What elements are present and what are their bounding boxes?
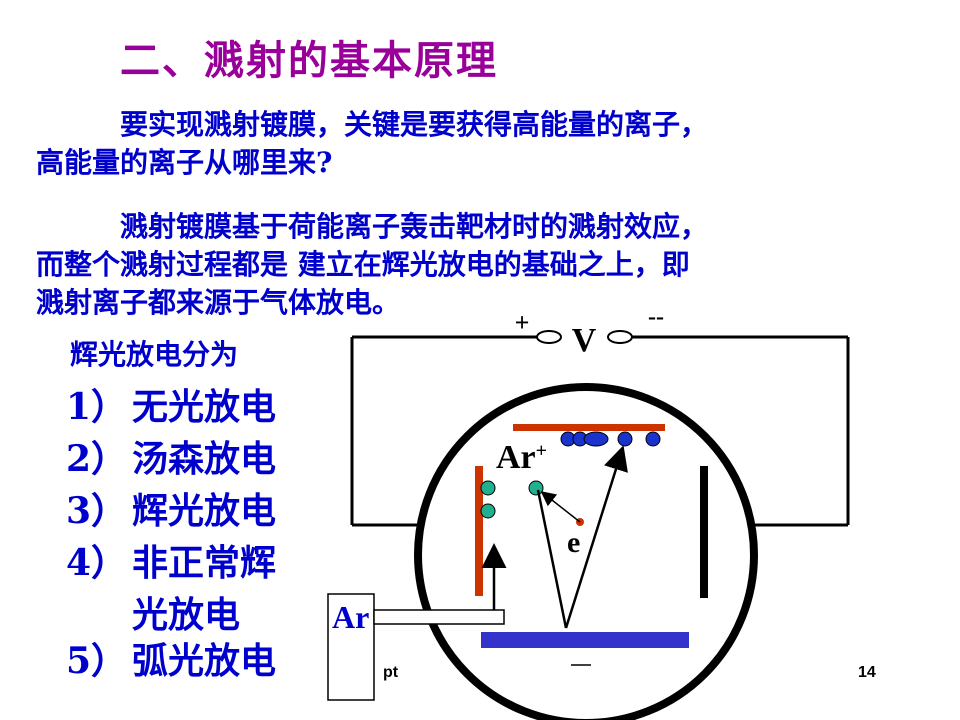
list-item-text: 光放电 [132,594,241,636]
list-item-text: 无光放电 [132,386,277,428]
ion-label: Ar+ [496,439,547,476]
list-item: 5）弧光放电 [66,632,276,684]
paragraph-ion-source-question: 要实现溅射镀膜，关键是要获得高能量的离子， 高能量的离子从哪里来? [36,106,936,182]
plus-label: + [515,308,530,337]
argon-ion [528,480,544,496]
gas-inlet-label: Ar [332,599,369,635]
list-item-text: 汤森放电 [132,438,277,480]
ion-path-down [536,489,568,629]
substrate-plate [481,632,689,648]
list-item-text: 非正常辉 [132,542,277,584]
paragraph2-line1: 溅射镀膜基于荷能离子轰击靶材时的溅射效应， [120,210,709,243]
list-item-number: 1） [66,386,128,428]
paragraph2-line2: 而整个溅射过程都是 建立在辉光放电的基础之上，即 [36,248,690,281]
electron-label: e [567,526,580,559]
atom [617,431,633,447]
list-item: 3）辉光放电 [66,482,276,534]
circuit-wires [350,335,850,527]
gas-inlet-box [327,593,375,701]
right-electrode [700,466,708,598]
list-item-number: 2） [66,438,128,480]
ion-label-text: Ar [496,439,536,476]
minus-label: -- [648,304,664,330]
positive-terminal [536,330,562,344]
ion-charge: + [536,440,547,462]
discharge-list-intro: 辉光放电分为 [70,338,239,371]
list-item: 光放电 [66,586,240,638]
list-item-text: 弧光放电 [132,640,277,682]
argon-ion [480,503,496,519]
atom [583,431,609,447]
list-item-text: 辉光放电 [132,490,277,532]
list-item: 2）汤森放电 [66,430,276,482]
list-item-number: 3） [66,490,128,532]
page-number: 14 [858,664,876,681]
left-electrode [475,466,483,596]
gas-inlet-pipe [373,609,505,625]
paragraph-sputtering-basis: 溅射镀膜基于荷能离子轰击靶材时的溅射效应， 而整个溅射过程都是 建立在辉光放电的… [36,208,936,322]
voltage-label: V [572,322,597,359]
paragraph1-line2: 高能量的离子从哪里来? [36,146,333,179]
atom [645,431,661,447]
list-item-number: 4） [66,542,128,584]
paragraph2-line3: 溅射离子都来源于气体放电。 [36,286,401,319]
electron-collision-arrow [540,491,581,523]
target-plate [513,424,665,431]
argon-ion [480,480,496,496]
page-title: 二、溅射的基本原理 [120,37,498,84]
footer-file-label: pt [383,664,399,681]
sputter-path-up [564,445,628,629]
negative-terminal [607,330,633,344]
list-item: 4）非正常辉 [66,534,276,586]
list-item-number: 5） [66,640,128,682]
paragraph1-line1: 要实现溅射镀膜，关键是要获得高能量的离子， [120,108,709,141]
list-item: 1）无光放电 [66,378,276,430]
